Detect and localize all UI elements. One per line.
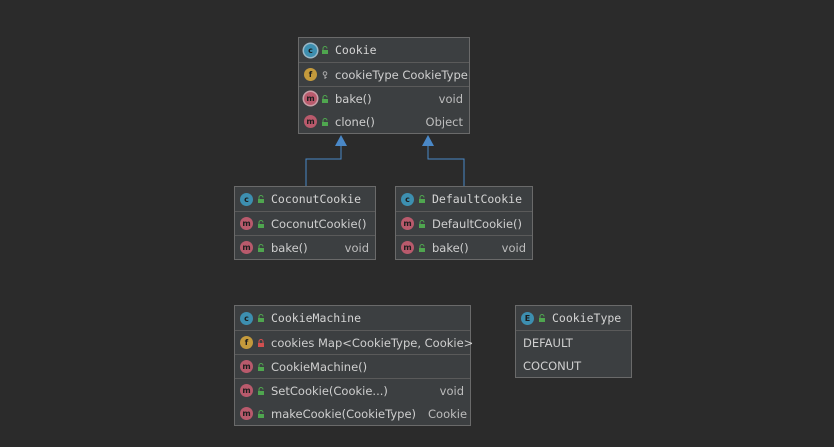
methods-section: m bake() void [396, 236, 532, 259]
methods-section: m SetCookie(Cookie...) void m makeCookie… [235, 379, 470, 425]
public-visibility-icon [419, 219, 425, 228]
method-return-type: void [344, 240, 369, 255]
constructor-name: CoconutCookie() [271, 216, 367, 231]
fields-section: f cookies Map<CookieType, Cookie> [235, 331, 474, 355]
class-title: CoconutCookie [271, 192, 362, 206]
enum-constant-name: COCONUT [523, 358, 582, 373]
method-name: bake() [335, 91, 372, 106]
method-return-type: void [439, 383, 464, 398]
method-icon: m [401, 217, 414, 230]
methods-section: m bake() void m clone() Object [299, 87, 469, 133]
method-row[interactable]: m bake() void [299, 87, 469, 110]
public-visibility-icon [258, 362, 264, 371]
constructors-section: m DefaultCookie() [396, 212, 532, 236]
private-lock-icon [258, 338, 264, 347]
enum-header[interactable]: E CookieType [516, 306, 631, 331]
field-icon: f [304, 68, 317, 81]
method-icon: m [240, 241, 253, 254]
field-row[interactable]: f cookies Map<CookieType, Cookie> [235, 331, 474, 354]
abstract-class-icon: c [304, 43, 317, 57]
public-visibility-icon [539, 314, 545, 322]
fields-section: f cookieType CookieType [299, 63, 469, 87]
constructor-name: DefaultCookie() [432, 216, 523, 231]
field-name: cookies Map<CookieType, Cookie> [271, 335, 474, 350]
class-header[interactable]: c CookieMachine [235, 306, 470, 331]
method-icon: m [401, 241, 414, 254]
class-header[interactable]: c Cookie [299, 38, 469, 63]
edge-coconut-to-cookie [305, 145, 342, 186]
method-name: clone() [335, 114, 375, 129]
public-visibility-icon [258, 219, 264, 228]
method-return-type: void [501, 240, 526, 255]
class-icon: c [401, 192, 414, 206]
class-header[interactable]: c CoconutCookie [235, 187, 375, 212]
enum-node-cookie-type[interactable]: E CookieType DEFAULT COCONUT [515, 305, 632, 378]
method-row[interactable]: m clone() Object [299, 110, 469, 133]
public-visibility-icon [258, 243, 264, 252]
public-visibility-icon [258, 386, 264, 395]
public-visibility-icon [419, 243, 425, 252]
class-node-default-cookie[interactable]: c DefaultCookie m DefaultCookie() m [395, 186, 533, 260]
class-node-coconut-cookie[interactable]: c CoconutCookie m CoconutCookie() m [234, 186, 376, 260]
method-name: makeCookie(CookieType) [271, 406, 417, 421]
constants-section: DEFAULT COCONUT [516, 331, 631, 377]
class-icon: c [240, 311, 253, 325]
edge-coconut-arrowhead [335, 135, 347, 146]
method-return-type: Cookie [428, 406, 468, 421]
class-title: CookieMachine [271, 311, 362, 325]
enum-title: CookieType [552, 311, 622, 325]
enum-constant-row[interactable]: DEFAULT [516, 331, 631, 354]
public-visibility-icon [258, 314, 264, 322]
method-name: bake() [271, 240, 308, 255]
constructor-row[interactable]: m CookieMachine() [235, 355, 470, 378]
method-name: bake() [432, 240, 469, 255]
enum-constant-name: DEFAULT [523, 335, 573, 350]
constructors-section: m CoconutCookie() [235, 212, 375, 236]
methods-section: m bake() void [235, 236, 375, 259]
enum-constant-row[interactable]: COCONUT [516, 354, 631, 377]
constructor-row[interactable]: m CoconutCookie() [235, 212, 375, 235]
edge-default-arrowhead [422, 135, 434, 146]
method-icon: m [240, 217, 253, 230]
method-return-type: void [438, 91, 463, 106]
edge-default-to-cookie [427, 145, 465, 186]
enum-icon: E [521, 311, 534, 325]
public-visibility-icon [419, 195, 425, 203]
public-visibility-icon [322, 46, 328, 54]
constructor-row[interactable]: m DefaultCookie() [396, 212, 532, 235]
field-name: cookieType CookieType [335, 67, 468, 82]
public-visibility-icon [258, 409, 264, 418]
field-row[interactable]: f cookieType CookieType [299, 63, 469, 86]
public-visibility-icon [322, 117, 328, 126]
abstract-method-icon: m [304, 92, 317, 105]
method-row[interactable]: m makeCookie(CookieType) Cookie [235, 402, 470, 425]
method-icon: m [240, 360, 253, 373]
method-row[interactable]: m SetCookie(Cookie...) void [235, 379, 470, 402]
method-icon: m [240, 407, 253, 420]
class-title: Cookie [335, 43, 377, 57]
class-header[interactable]: c DefaultCookie [396, 187, 532, 212]
key-icon [322, 70, 328, 79]
method-row[interactable]: m bake() void [396, 236, 532, 259]
method-return-type: Object [425, 114, 463, 129]
method-name: SetCookie(Cookie...) [271, 383, 388, 398]
class-node-cookie[interactable]: c Cookie f cookieType CookieType m [298, 37, 470, 134]
public-visibility-icon [258, 195, 264, 203]
class-node-cookie-machine[interactable]: c CookieMachine f cookies Map<CookieType… [234, 305, 474, 426]
class-title: DefaultCookie [432, 192, 523, 206]
method-row[interactable]: m bake() void [235, 236, 375, 259]
method-icon: m [240, 384, 253, 397]
constructor-name: CookieMachine() [271, 359, 368, 374]
method-icon: m [304, 115, 317, 128]
constructors-section: m CookieMachine() [235, 355, 470, 379]
field-icon: f [240, 336, 253, 349]
class-icon: c [240, 192, 253, 206]
public-visibility-icon [322, 94, 328, 103]
